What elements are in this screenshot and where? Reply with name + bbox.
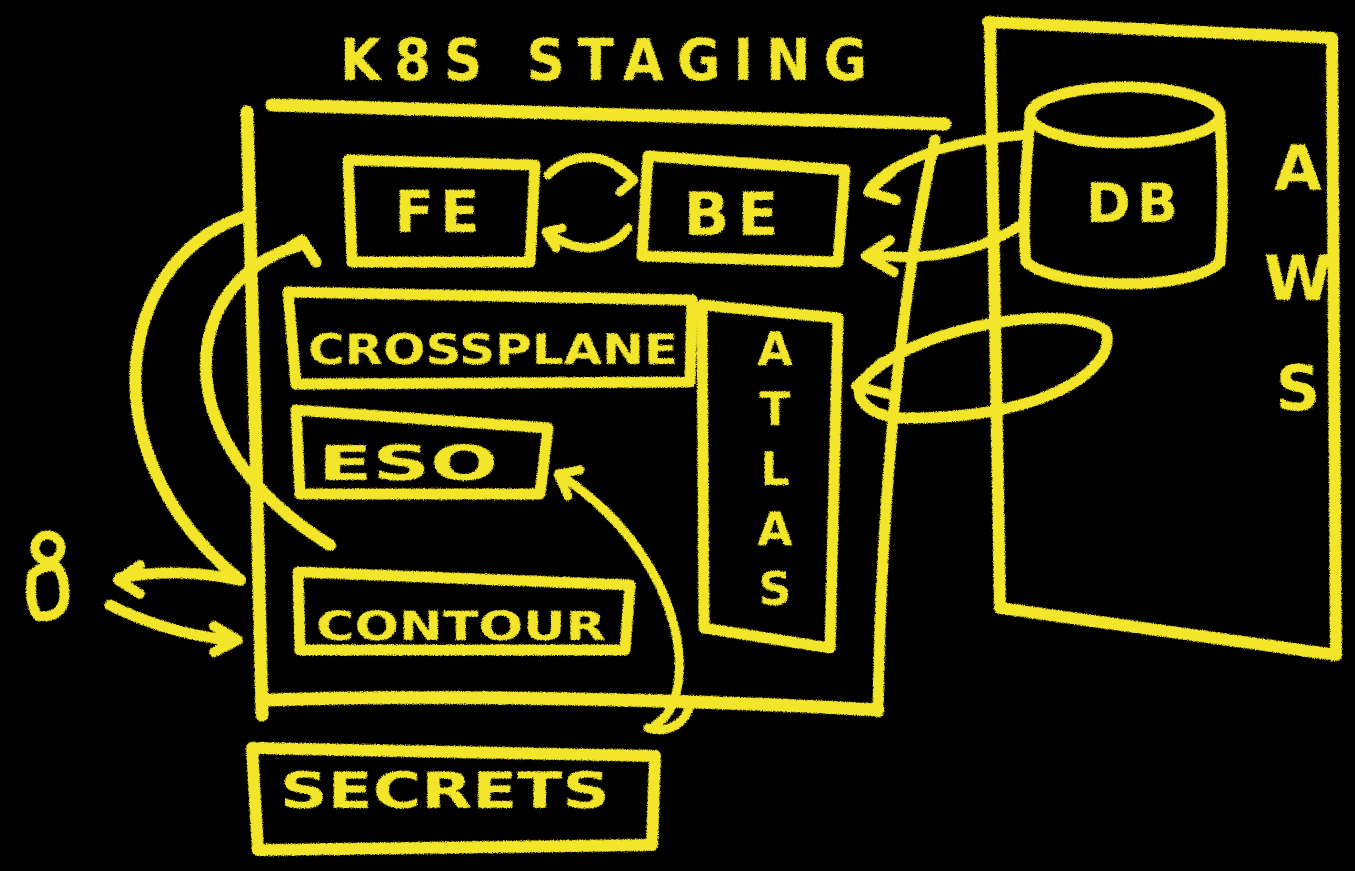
left-arc-outer — [129, 209, 256, 586]
atlas-box — [696, 299, 844, 654]
vertical-letter: A — [1274, 132, 1322, 205]
left-arc-head — [276, 234, 322, 268]
user-contour-arrow-bottom — [104, 599, 242, 646]
cluster-label: K8S STAGING — [340, 26, 880, 94]
fe-be-arrow-bottom — [543, 223, 633, 253]
left-arc-inner — [200, 240, 336, 551]
atlas-aws-loop-head — [851, 357, 893, 399]
be-db-arrowhead — [863, 167, 901, 205]
vertical-letter: T — [759, 382, 791, 436]
secrets-box — [246, 742, 661, 856]
fe-box — [342, 154, 541, 268]
k8s-cluster-bottom-edge — [261, 691, 885, 717]
vertical-letter: W — [1264, 242, 1332, 315]
secrets-eso-arrowhead — [553, 465, 585, 501]
be-db-arrow-upper — [865, 130, 1030, 193]
fe-label: FE — [394, 178, 485, 246]
vertical-letter: A — [757, 322, 793, 376]
be-box — [636, 150, 851, 268]
contour-label: CONTOUR — [316, 604, 606, 650]
user-contour-arrow-top — [114, 567, 244, 586]
contour-box — [292, 566, 636, 656]
eso-label: ESO — [318, 436, 498, 492]
fe-be-arrowhead-top — [613, 163, 639, 197]
secrets-eso-tail — [643, 695, 695, 735]
be-db-arrowhead-lower — [861, 235, 899, 277]
k8s-cluster-top-edge — [265, 98, 952, 131]
user-contour-arrowhead-top — [113, 560, 145, 599]
atlas-aws-loop — [853, 312, 1113, 424]
vertical-letter: S — [758, 562, 791, 616]
aws-boundary — [982, 16, 1342, 661]
secrets-label: SECRETS — [280, 762, 610, 820]
be-db-arrow-lower — [865, 217, 1030, 262]
crossplane-box — [282, 286, 698, 390]
k8s-cluster-left-edge — [240, 105, 269, 722]
k8s-cluster-right-edge — [872, 134, 941, 718]
person-icon — [25, 530, 70, 622]
db-label: DB — [1086, 172, 1184, 235]
db-cylinder-body — [1018, 109, 1228, 290]
vertical-letter: A — [757, 502, 793, 556]
secrets-eso-arrow — [555, 470, 684, 730]
vertical-letter: S — [1276, 352, 1321, 425]
eso-box — [290, 404, 554, 500]
be-label: BE — [684, 180, 787, 250]
crossplane-label: CROSSPLANE — [308, 325, 678, 374]
vertical-letter: L — [760, 442, 789, 496]
db-cylinder-top — [1024, 81, 1226, 149]
fe-be-arrowhead-bottom — [541, 223, 567, 253]
user-contour-arrowhead-bottom — [209, 621, 243, 657]
